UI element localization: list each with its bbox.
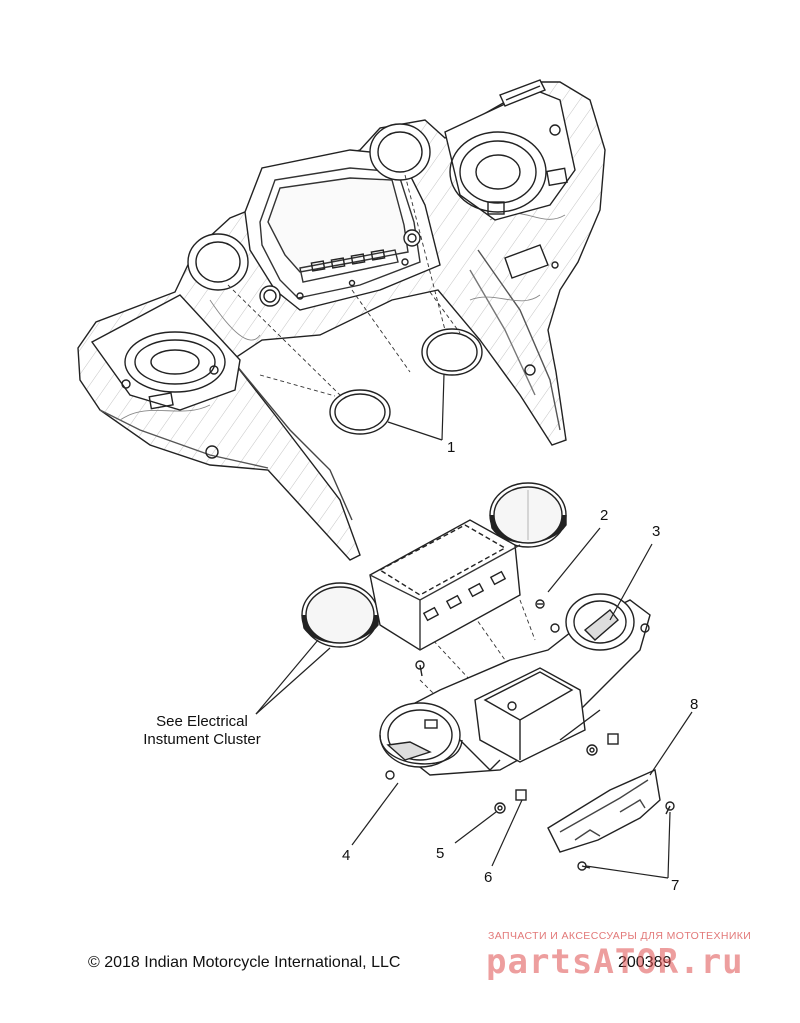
callout-7: 7 xyxy=(671,877,680,894)
callout-4: 4 xyxy=(342,847,351,864)
gauge-seal-right xyxy=(421,328,483,376)
screw-7b xyxy=(577,861,591,871)
screw-2 xyxy=(535,599,545,609)
copyright-text: © 2018 Indian Motorcycle International, … xyxy=(88,954,401,971)
reference-note-line2: Instument Cluster xyxy=(143,731,261,748)
nut-5b xyxy=(586,744,598,756)
reference-note: See Electrical Instument Cluster xyxy=(122,713,282,749)
callout-2: 2 xyxy=(600,507,609,524)
gauge-seal-left xyxy=(329,389,391,435)
display-module xyxy=(369,519,521,651)
clip-6b xyxy=(607,733,619,745)
leader-lines xyxy=(255,373,693,879)
watermark-tagline: ЗАПЧАСТИ И АКСЕССУАРЫ ДЛЯ МОТОТЕХНИКИ xyxy=(488,930,752,942)
callout-6: 6 xyxy=(484,869,493,886)
fairing-assembly xyxy=(77,79,606,561)
cluster-assembly xyxy=(301,482,675,871)
callout-1: 1 xyxy=(447,439,456,456)
drawing-number: 200389 xyxy=(618,954,672,971)
reference-note-line1: See Electrical xyxy=(156,713,248,730)
callout-8: 8 xyxy=(690,696,699,713)
screw-7a xyxy=(665,801,675,815)
callout-3: 3 xyxy=(652,523,661,540)
watermark-logo: partsATOR.ru xyxy=(486,942,744,982)
clip-6 xyxy=(515,789,527,801)
gasket-seals xyxy=(329,328,483,435)
nut-5 xyxy=(494,802,506,814)
right-speaker xyxy=(449,131,547,213)
bracket-gauge-left xyxy=(379,702,461,768)
left-speaker xyxy=(124,331,226,393)
callout-5: 5 xyxy=(436,845,445,862)
screw-top xyxy=(415,660,425,677)
